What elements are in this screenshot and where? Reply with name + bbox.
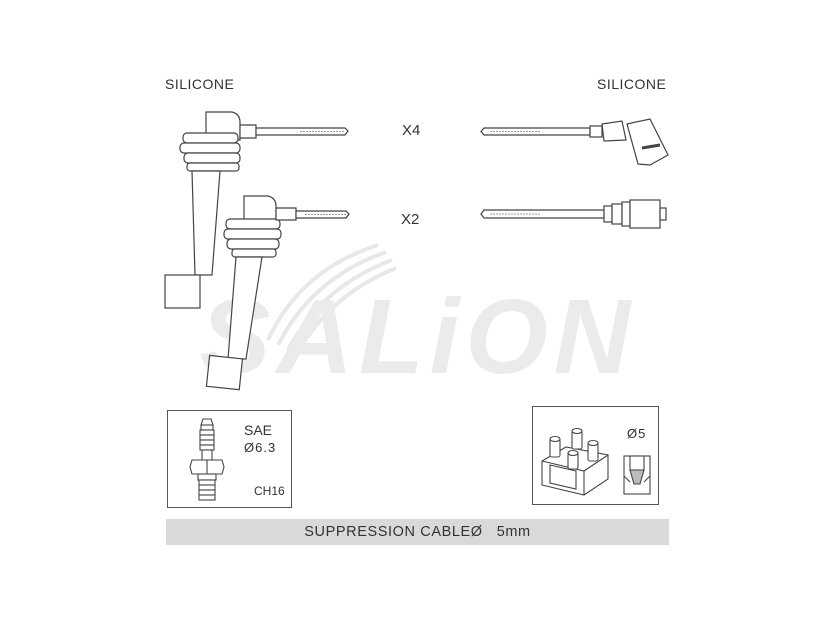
- distributor-boot-angled: [480, 118, 669, 166]
- terminal-standard-label: SAE: [244, 422, 273, 438]
- cable-size-label: 5mm: [496, 524, 531, 540]
- spark-plug-boot-short: [205, 195, 350, 391]
- spark-plug-boot-long: [164, 111, 349, 309]
- distributor-diameter-label: Ø5: [627, 426, 647, 441]
- right-material-label: SILICONE: [597, 76, 667, 92]
- quantity-bottom-label: X2: [401, 211, 420, 228]
- cable-diameter-symbol: Ø: [470, 524, 483, 540]
- hex-size-label: CH16: [254, 484, 285, 498]
- distributor-cap-box: Ø5: [532, 406, 659, 505]
- quantity-top-label: X4: [402, 122, 421, 139]
- terminal-section-icon: [623, 455, 651, 495]
- spark-plug-terminal-box: SAE Ø6.3 CH16: [167, 410, 292, 508]
- terminal-diameter-label: Ø6.3: [244, 440, 277, 455]
- watermark-swoosh: [266, 243, 397, 353]
- left-material-label: SILICONE: [165, 76, 235, 92]
- watermark-logo: SALiON: [200, 278, 636, 396]
- spark-plug-icon: [189, 418, 225, 501]
- distributor-cap-icon: [541, 427, 609, 496]
- cable-type-label: SUPPRESSION CABLE: [304, 524, 471, 540]
- distributor-boot-straight: [480, 199, 667, 229]
- suppression-cable-bar: SUPPRESSION CABLE Ø 5mm: [166, 519, 669, 545]
